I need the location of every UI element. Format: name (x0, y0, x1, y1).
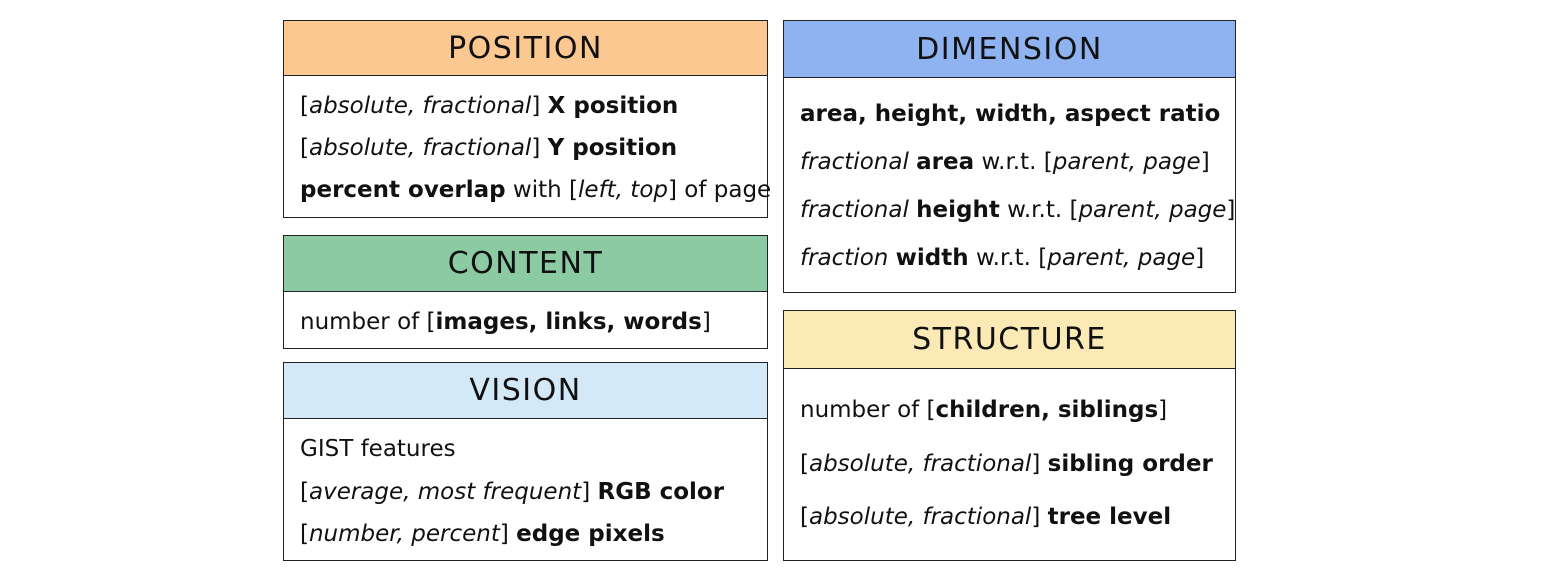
dimension-line-height: fractional height w.r.t. [parent, page] (800, 197, 1236, 223)
structure-header: STRUCTURE (784, 311, 1235, 369)
content-card: CONTENT number of [images, links, words] (283, 235, 768, 349)
dimension-card: DIMENSION area, height, width, aspect ra… (783, 20, 1236, 293)
position-line-overlap: percent overlap with [left, top] of page (300, 177, 772, 203)
vision-line-edge: [number, percent] edge pixels (300, 521, 665, 547)
content-line-number: number of [images, links, words] (300, 309, 711, 335)
structure-line-sibling-order: [absolute, fractional] sibling order (800, 451, 1213, 477)
position-card: POSITION [absolute, fractional] X positi… (283, 20, 772, 218)
vision-line-gist: GIST features (300, 436, 456, 462)
vision-line-rgb: [average, most frequent] RGB color (300, 479, 725, 505)
structure-line-number: number of [children, siblings] (800, 397, 1168, 423)
dimension-line-width: fraction width w.r.t. [parent, page] (800, 245, 1205, 271)
position-header: POSITION (284, 21, 767, 76)
position-line-y: [absolute, fractional] Y position (300, 135, 678, 161)
content-header: CONTENT (284, 236, 767, 292)
structure-line-tree-level: [absolute, fractional] tree level (800, 504, 1172, 530)
vision-header: VISION (284, 363, 767, 419)
vision-card: VISION GIST features [average, most freq… (283, 362, 768, 561)
structure-card: STRUCTURE number of [children, siblings]… (783, 310, 1236, 561)
position-line-x: [absolute, fractional] X position (300, 93, 679, 119)
dimension-header: DIMENSION (784, 21, 1235, 78)
dimension-line-area: fractional area w.r.t. [parent, page] (800, 149, 1210, 175)
dimension-line-metrics: area, height, width, aspect ratio (800, 101, 1221, 127)
